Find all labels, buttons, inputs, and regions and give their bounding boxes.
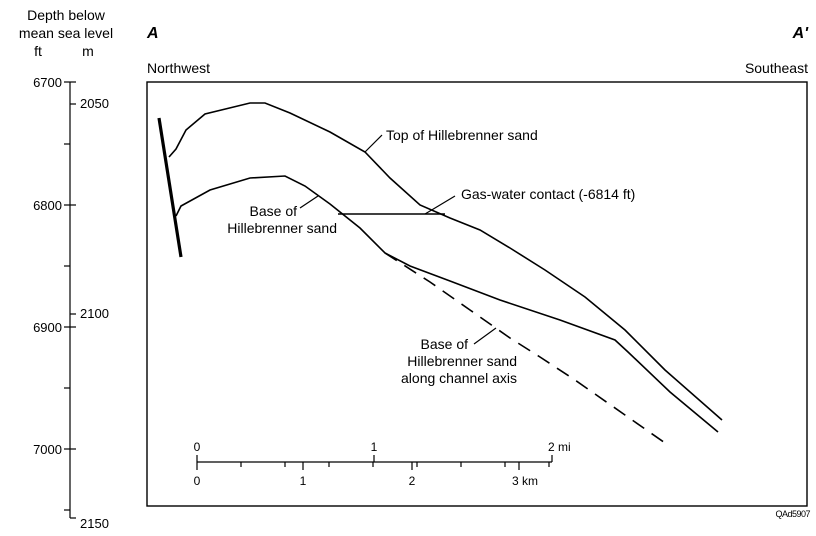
figure-id: QAd5907 (775, 509, 810, 519)
depth-unit-m: m (82, 43, 94, 59)
gas-water-label: Gas-water contact (-6814 ft) (461, 186, 635, 202)
ft-label-6900: 6900 (33, 320, 62, 335)
northwest-label: Northwest (147, 60, 210, 76)
depth-axis-title-1: Depth below (27, 7, 106, 23)
top-sand-label: Top of Hillebrenner sand (386, 127, 538, 143)
depth-axis-title-2: mean sea level (19, 25, 113, 41)
m-label-2050: 2050 (80, 96, 109, 111)
leader-base-sand (299, 195, 319, 209)
ft-label-7000: 7000 (33, 442, 62, 457)
scale-km-2: 2 (409, 474, 416, 488)
scale-km-3: 3 km (512, 474, 538, 488)
scale-km-1: 1 (300, 474, 307, 488)
base-sand-label-2: Hillebrenner sand (227, 220, 337, 236)
m-label-2150: 2150 (80, 516, 109, 531)
southeast-label: Southeast (745, 60, 808, 76)
top-of-sand-line (168, 102, 723, 421)
leader-channel-axis (473, 327, 497, 345)
scale-mi-1: 1 (371, 440, 378, 454)
m-label-2100: 2100 (80, 306, 109, 321)
channel-axis-base-line (384, 252, 669, 446)
fault-line (157, 117, 183, 258)
channel-axis-label-3: along channel axis (401, 370, 517, 386)
scale-bar-km-ticks (240, 462, 550, 470)
leader-gas-water (424, 195, 456, 215)
base-sand-label-1: Base of (250, 203, 298, 219)
scale-mi-0: 0 (194, 440, 201, 454)
section-frame (146, 81, 808, 507)
ft-label-6700: 6700 (33, 75, 62, 90)
ft-label-6800: 6800 (33, 198, 62, 213)
depth-unit-ft: ft (34, 43, 42, 59)
leader-top-sand (364, 134, 383, 153)
section-start-letter: A (146, 25, 159, 42)
section-end-letter: A' (792, 25, 810, 42)
scale-mi-2: 2 mi (548, 440, 571, 454)
channel-axis-label-1: Base of (421, 336, 469, 352)
scale-bar-mile-ticks (196, 455, 553, 470)
depth-axis-ticks (64, 81, 76, 519)
scale-km-0: 0 (194, 474, 201, 488)
channel-axis-label-2: Hillebrenner sand (407, 353, 517, 369)
